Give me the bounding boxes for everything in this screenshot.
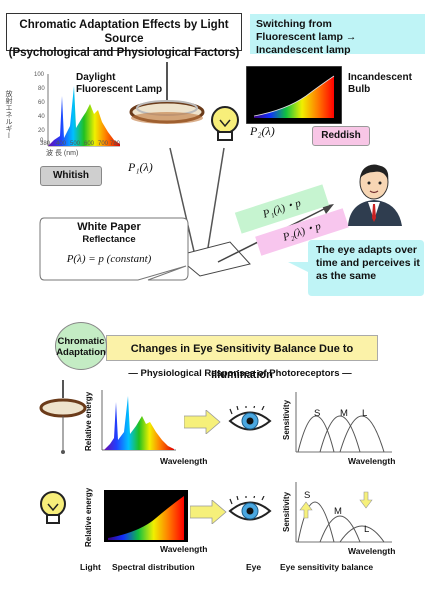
row2-up-arrow (299, 501, 313, 519)
eye-note-line2: time and perceives it (316, 257, 420, 269)
row2-cone-l: L (364, 524, 370, 535)
path-fluorescent (169, 147, 197, 261)
fluorescent-label-line1: Daylight (76, 72, 116, 83)
eye-note-text: The eye adapts over time and perceives i… (316, 244, 420, 283)
row1-fluorescent-lamp-icon (39, 380, 87, 454)
row2-sens-label: Sensitivity (282, 492, 291, 533)
paper-title: White Paper (77, 221, 141, 233)
spectrum-tick-500: 500 (70, 141, 81, 147)
footer-light: Light (80, 562, 101, 572)
footer-spectral: Spectral distribution (112, 562, 195, 572)
row1-sens-label: Sensitivity (282, 400, 291, 441)
diagram-title: Chromatic Adaptation Effects by Light So… (6, 13, 242, 59)
spectrum-ytick-80: 80 (38, 86, 45, 92)
paper-subtitle: Reflectance (82, 234, 136, 245)
row2-eye-icon (228, 496, 272, 521)
spectrum-x-label: 波 長 (nm) (46, 150, 79, 157)
incandescent-bulb-icon (211, 106, 239, 141)
row1-eye-icon (228, 406, 272, 431)
incandescent-label: Incandescent Bulb (348, 72, 412, 95)
whitish-tag: Whitish (40, 166, 102, 186)
fluorescent-label: Daylight Fluorescent Lamp (76, 72, 162, 96)
spectrum-ytick-40: 40 (38, 114, 45, 120)
row2-cone-s: S (304, 490, 311, 501)
spectrum-ytick-0: 0 (40, 138, 44, 144)
fluorescent-spectrum-chart (47, 74, 120, 147)
row1-sens-xlabel: Wavelength (348, 456, 396, 466)
row1-cone-s: S (314, 408, 321, 419)
paper-formula: P(λ) = p (constant) (66, 253, 152, 265)
footer-eye: Eye (246, 562, 262, 572)
row2-down-arrow (359, 491, 373, 509)
spectrum-tick-700: 700 (98, 141, 109, 147)
footer-balance: Eye sensitivity balance (280, 562, 374, 572)
row2-ylabel: Relative energy (84, 487, 93, 547)
incandescent-spectrum-chart (246, 66, 342, 124)
switching-line2: Fluorescent lamp → Incandescent lamp (256, 31, 357, 56)
spectrum-tick-600: 600 (84, 141, 95, 147)
row1-spectral-chart (101, 390, 176, 451)
switching-note: Switching from Fluorescent lamp → Incand… (250, 14, 425, 56)
spectrum-ytick-20: 20 (38, 128, 45, 134)
badge-line1: Chromatic (57, 336, 105, 347)
path-incandescent (205, 147, 225, 261)
row1-yellow-arrow (184, 410, 221, 434)
spectrum-ytick-60: 60 (38, 100, 45, 106)
row1-cone-m: M (340, 408, 348, 419)
row2-sensitivity-chart (295, 482, 392, 543)
spectrum-y-label: 放射エネルギー (5, 90, 12, 139)
fluorescent-lamp-icon (129, 62, 205, 124)
switching-line1: Switching from (256, 18, 332, 30)
fluorescent-label-line2: Fluorescent Lamp (76, 84, 163, 95)
row2-spectral-chart (104, 490, 188, 542)
spectrum-tick-380: 380 (40, 141, 51, 147)
reddish-tag: Reddish (312, 126, 370, 146)
section-title: Changes in Eye Sensitivity Balance Due t… (106, 335, 378, 381)
chromatic-adaptation-badge: Chromatic Adaptation (55, 322, 107, 370)
eye-note-line1: The eye adapts over (316, 244, 417, 256)
spectrum-tick-780: 780 (110, 141, 121, 147)
paper-callout (39, 217, 189, 281)
white-paper-shape (174, 241, 251, 277)
row1-cone-l: L (362, 408, 368, 419)
section-subtitle: ― Physiological Responses of Photorecept… (128, 368, 352, 379)
row2-xlabel: Wavelength (160, 544, 208, 554)
row2-cone-m: M (334, 506, 342, 517)
title-line1: Chromatic Adaptation Effects by Light So… (19, 19, 229, 45)
paper-callout-text: White Paper Reflectance P(λ) = p (consta… (40, 220, 178, 268)
row1-xlabel: Wavelength (160, 456, 208, 466)
row1-ylabel: Relative energy (84, 391, 93, 451)
badge-line2: Adaptation (56, 347, 106, 358)
row2-incandescent-bulb-icon (40, 491, 66, 524)
eye-note-callout (288, 240, 424, 296)
eye-note-line3: as the same (316, 270, 377, 282)
observer-person-icon (348, 164, 402, 226)
row2-yellow-arrow (190, 500, 227, 524)
spectrum-ytick-100: 100 (34, 72, 45, 78)
p1-function-label: P₁(λ) (128, 160, 153, 174)
title-line2: (Psychological and Physiological Factors… (8, 47, 240, 59)
p2-function-label: P₂(λ) (250, 124, 275, 138)
spectrum-tick-400: 400 (56, 141, 67, 147)
row2-sens-xlabel: Wavelength (348, 546, 396, 556)
row1-sensitivity-chart (295, 392, 392, 453)
